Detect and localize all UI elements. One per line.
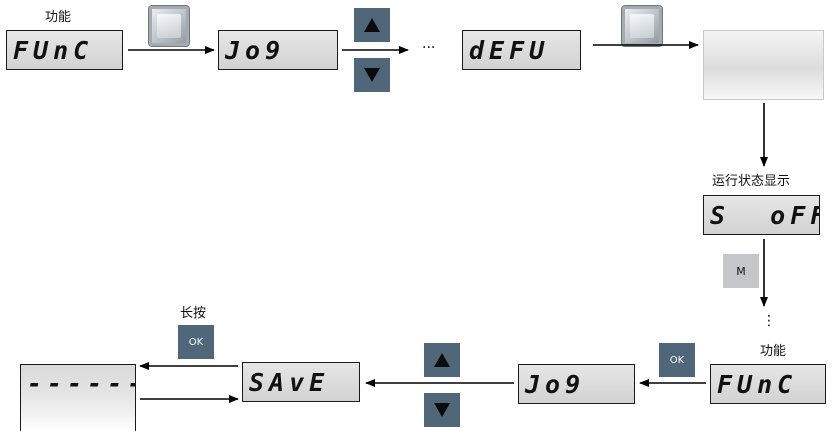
display-defu: dEFU: [462, 30, 581, 70]
ok-button-left[interactable]: OK: [178, 325, 214, 359]
up-button-top[interactable]: [354, 8, 390, 42]
down-button-top[interactable]: [354, 58, 390, 92]
up-triangle-icon: [434, 353, 450, 367]
display-save: SAvE: [242, 362, 360, 402]
down-button-bottom[interactable]: [424, 393, 460, 427]
display-status: S oFF: [703, 195, 820, 235]
display-blank-top: [703, 30, 824, 100]
down-triangle-icon: [434, 403, 450, 417]
display-jog-top: Jo9: [218, 30, 338, 70]
label-function-bottom: 功能: [760, 344, 787, 359]
m-button[interactable]: M: [723, 254, 759, 288]
up-triangle-icon: [364, 18, 380, 32]
ok-button-right[interactable]: OK: [659, 343, 695, 377]
label-function-top: 功能: [45, 10, 72, 25]
set-button-top-left[interactable]: [149, 6, 189, 46]
display-func-top: FUnC: [6, 30, 123, 70]
ellipsis-right: ⋮: [762, 313, 776, 329]
display-func-bottom: FUnC: [710, 364, 826, 404]
set-button-top-right[interactable]: [622, 6, 662, 46]
ellipsis-top: ···: [422, 40, 436, 56]
display-jog-bottom: Jo9: [518, 364, 635, 404]
down-triangle-icon: [364, 68, 380, 82]
display-dashes: ------: [20, 364, 136, 431]
up-button-bottom[interactable]: [424, 343, 460, 377]
label-run-status: 运行状态显示: [712, 174, 791, 189]
label-long-press: 长按: [180, 306, 207, 321]
